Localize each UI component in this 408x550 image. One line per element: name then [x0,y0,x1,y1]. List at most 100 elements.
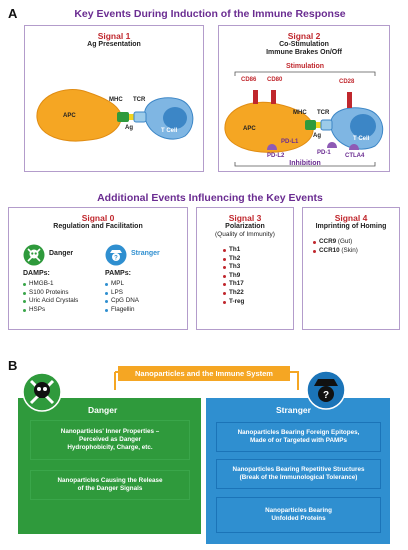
signal4-subtitle: Imprinting of Homing [315,223,387,230]
signal2-apc-label: APC [243,126,256,132]
pamps-item: CpG DNA [105,297,139,306]
damps-item: S100 Proteins [23,289,78,298]
danger-box-1-line3: Hydrophobicity, Charge, etc. [67,444,153,451]
stranger-box-3: Nanoparticles Bearing Unfolded Proteins [216,497,381,533]
signal1-tcell-label: T Cell [161,128,178,134]
pdl2-label: PD-L2 [267,153,285,159]
signal3-item: Th9 [223,272,244,281]
signal2-ag-label: Ag [313,133,321,139]
signal2-box: Signal 2 Co-Stimulation Immune Brakes On… [218,25,390,172]
signal3-item: Th2 [223,255,244,264]
ag-molecule [316,122,321,128]
cd86-label: CD86 [241,77,257,83]
danger-column: Danger [18,398,201,534]
signal0-stranger-label: Stranger [131,250,160,257]
signal2-subtitle-2: Immune Brakes On/Off [266,49,342,56]
pamps-item: MPL [105,280,139,289]
signal4-item-name: CCR9 [319,238,337,245]
danger-box-2: Nanoparticles Causing the Release of the… [30,470,190,500]
svg-text:?: ? [114,256,118,262]
additional-heading: Additional Events Influencing the Key Ev… [97,192,323,204]
pamps-item: Flagellin [105,306,139,315]
signal1-ag-label: Ag [125,125,133,131]
stranger-box-2: Nanoparticles Bearing Repetitive Structu… [216,459,381,489]
cd80-molecule [271,90,276,104]
nanoparticles-title-box: Nanoparticles and the Immune System [118,366,290,381]
stranger-box-1-line2: Made of or Targeted with PAMPs [249,437,347,444]
danger-skull-icon [22,372,62,412]
signal3-subtitle2: (Quality of Immunity) [215,231,275,238]
panel-a-letter: A [8,6,18,21]
stranger-box-1-line1: Nanoparticles Bearing Foreign Epitopes, [237,429,360,436]
ctla4-label: CTLA4 [345,153,365,159]
signal3-item: T-reg [223,298,244,307]
stranger-box-3-line1: Nanoparticles Bearing [265,507,332,514]
signal4-item-note: (Skin) [341,246,358,254]
signal1-mhc-label: MHC [109,97,123,103]
pamps-label: PAMPs: [105,270,131,277]
pamps-item: LPS [105,289,139,298]
danger-box-2-line1: Nanoparticles Causing the Release [57,477,163,484]
signal3-list: Th1 Th2 Th3 Th9 Th17 Th22 T-reg [223,246,244,306]
danger-skull-icon [23,244,45,266]
signal4-list: CCR9 (Gut) CCR10 (Skin) [313,238,358,255]
signal1-tcr-label: TCR [133,97,146,103]
pd1-molecule [327,142,337,148]
signal3-box: Signal 3 Polarization (Quality of Immuni… [196,207,294,330]
signal4-item: CCR9 (Gut) [313,238,358,247]
tcr-molecule [320,119,333,131]
ag-molecule [129,114,134,120]
signal0-title: Signal 0 [81,213,115,223]
stranger-detective-icon: ? [306,370,346,410]
signal3-item: Th22 [223,289,244,298]
signal2-title: Signal 2 [287,31,321,41]
cd80-label: CD80 [267,77,283,83]
stranger-box-2-line2: (Break of the Immunological Tolerance) [239,474,358,481]
pd1-label: PD-1 [317,150,331,156]
signal2-tcr-label: TCR [317,110,330,116]
danger-title: Danger [88,405,118,415]
signal3-item: Th3 [223,263,244,272]
cd28-molecule [347,92,352,108]
tcr-molecule [133,111,147,123]
signal1-illustration [36,89,194,142]
signal0-danger-label: Danger [49,250,74,257]
signal2-subtitle-1: Co-Stimulation [279,41,329,48]
signal4-box: Signal 4 Imprinting of Homing CCR9 (Gut)… [302,207,400,330]
signal4-item: CCR10 (Skin) [313,247,358,256]
stranger-icon: ? [105,244,127,266]
damps-item: HMGB-1 [23,280,78,289]
cd86-molecule [253,90,258,104]
signal0-subtitle: Regulation and Facilitation [53,223,143,230]
signal3-item: Th17 [223,280,244,289]
signal1-apc-label: APC [63,113,76,119]
stranger-box-1: Nanoparticles Bearing Foreign Epitopes, … [216,422,381,452]
stranger-box-2-line1: Nanoparticles Bearing Repetitive Structu… [232,466,365,473]
signal2-tcell-label: T Cell [353,136,370,142]
inhibition-label: Inhibition [289,160,321,167]
damps-list: HMGB-1 S100 Proteins Uric Acid Crystals … [23,280,78,314]
ctla4-molecule [349,144,359,150]
signal2-illustration [224,71,384,167]
pamps-list: MPL LPS CpG DNA Flagellin [105,280,139,314]
mhc-molecule [117,112,129,122]
damps-item: Uric Acid Crystals [23,297,78,306]
signal1-title: Signal 1 [97,31,131,41]
signal4-title: Signal 4 [334,213,368,223]
danger-box-1: Nanoparticles' Inner Properties – Percei… [30,420,190,460]
signal3-item: Th1 [223,246,244,255]
damps-label: DAMPs: [23,270,50,277]
pdl-molecule [267,144,277,150]
signal1-subtitle: Ag Presentation [87,41,141,48]
danger-box-2-line2: of the Danger Signals [77,485,143,492]
signal3-title: Signal 3 [228,213,262,223]
damps-item: HSPs [23,306,78,315]
panel-b-letter: B [8,358,18,373]
signal3-subtitle: Polarization [225,223,265,230]
stranger-title: Stranger [276,405,311,415]
signal4-item-name: CCR10 [319,246,340,254]
mhc-molecule [305,120,316,130]
pdl1-label: PD-L1 [281,139,299,145]
signal0-box: Signal 0 Regulation and Facilitation Dan… [8,207,188,330]
svg-text:?: ? [323,390,329,401]
